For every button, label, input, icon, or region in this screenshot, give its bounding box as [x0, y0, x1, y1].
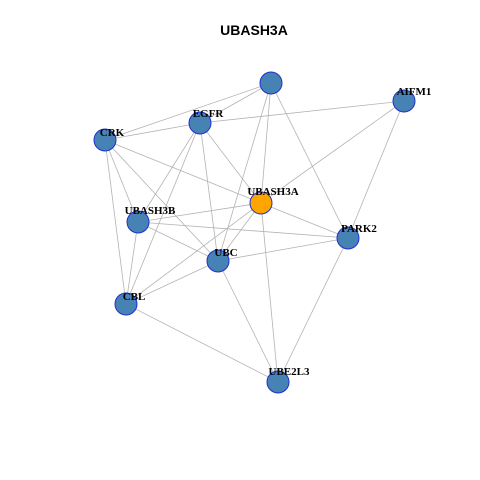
- edge-n_top-ubc: [217, 82, 272, 262]
- edge-park2-ube2l3: [277, 237, 349, 383]
- node-ube2l3[interactable]: [266, 370, 290, 394]
- edge-ubash3a-ube2l3: [260, 202, 279, 383]
- diagram-title: UBASH3A: [220, 22, 288, 38]
- node-cbl[interactable]: [114, 292, 138, 316]
- edge-egfr-aifm1: [199, 100, 405, 124]
- edge-n_top-ubash3a: [260, 82, 272, 204]
- node-ubc[interactable]: [206, 249, 230, 273]
- edge-egfr-ubash3b: [137, 122, 201, 223]
- edges-layer: [104, 82, 405, 383]
- edge-crk-ubash3b: [104, 139, 139, 223]
- edge-n_top-crk: [104, 82, 272, 141]
- node-label-park2: PARK2: [341, 223, 377, 235]
- edge-ubash3a-cbl: [125, 202, 262, 305]
- node-label-ube2l3: UBE2L3: [269, 366, 310, 378]
- edge-aifm1-ubash3a: [260, 100, 405, 204]
- node-label-egfr: EGFR: [193, 108, 225, 120]
- node-label-ubc: UBC: [214, 247, 237, 259]
- edge-aifm1-park2: [347, 100, 405, 239]
- edge-ubash3b-ubc: [137, 221, 219, 262]
- edge-egfr-crk: [104, 122, 201, 141]
- edge-crk-ubc: [104, 139, 219, 262]
- node-label-ubash3a: UBASH3A: [247, 186, 298, 198]
- edge-park2-ubc: [217, 237, 349, 262]
- edge-ubc-ube2l3: [217, 260, 279, 383]
- edge-ubc-cbl: [125, 260, 219, 305]
- edge-ubash3a-ubash3b: [137, 202, 262, 223]
- edge-cbl-ube2l3: [125, 303, 279, 383]
- node-aifm1[interactable]: [392, 89, 416, 113]
- edge-ubash3a-ubc: [217, 202, 262, 262]
- edge-egfr-ubash3a: [199, 122, 262, 204]
- node-label-cbl: CBL: [123, 291, 146, 303]
- edge-n_top-park2: [270, 82, 349, 239]
- node-park2[interactable]: [336, 226, 360, 250]
- edge-ubash3b-park2: [137, 221, 349, 239]
- node-label-aifm1: AIFM1: [397, 86, 432, 98]
- edge-ubash3a-park2: [260, 202, 349, 239]
- edge-n_top-egfr: [199, 82, 272, 124]
- node-unlabeled[interactable]: [259, 71, 283, 95]
- node-ubash3a[interactable]: [249, 191, 273, 215]
- edge-crk-cbl: [104, 139, 127, 305]
- nodes-layer: [93, 71, 416, 394]
- edge-ubash3b-cbl: [125, 221, 139, 305]
- node-label-ubash3b: UBASH3B: [125, 205, 176, 217]
- edge-crk-ubash3a: [104, 139, 262, 204]
- edge-egfr-ubc: [199, 122, 219, 262]
- node-label-crk: CRK: [100, 127, 125, 139]
- edge-egfr-cbl: [125, 122, 201, 305]
- node-ubash3b[interactable]: [126, 210, 150, 234]
- node-crk[interactable]: [93, 128, 117, 152]
- node-egfr[interactable]: [188, 111, 212, 135]
